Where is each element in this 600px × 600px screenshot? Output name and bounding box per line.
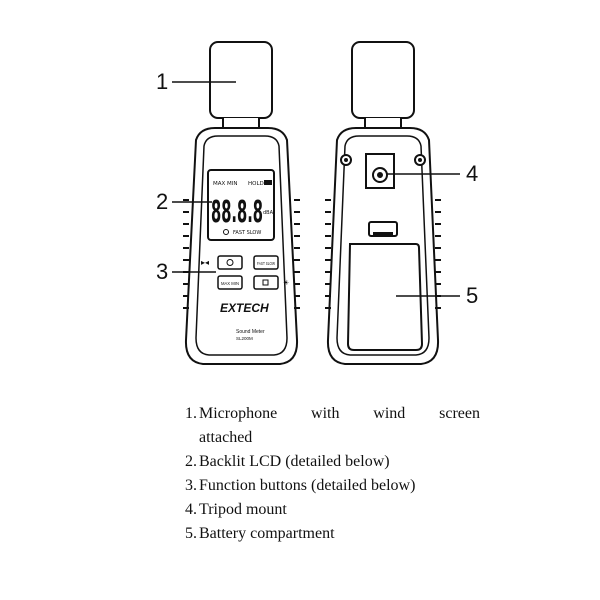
- back-neck: [364, 118, 402, 129]
- device-diagram: MAX MIN HOLD 88.8.8 dBA FAST SLOW ▸◂ FAS…: [156, 41, 478, 365]
- fast-slow-button-label: FAST SLOW: [257, 261, 276, 266]
- front-right-grip: [294, 199, 300, 309]
- callout-5-number: 5: [466, 283, 478, 308]
- back-view: [325, 41, 441, 365]
- front-neck: [222, 118, 260, 129]
- lcd-max-min: MAX MIN: [213, 181, 238, 187]
- front-windscreen: [209, 41, 273, 119]
- legend-item-4-text: Tripod mount: [199, 501, 287, 518]
- range-icon: ▸◂: [201, 258, 209, 267]
- tripod-mount-thread: [377, 172, 383, 178]
- legend-item-2: 2.Backlit LCD (detailed below): [185, 450, 480, 474]
- legend-item-2-text: Backlit LCD (detailed below): [199, 453, 390, 470]
- hold-icon: [262, 279, 269, 286]
- timer-icon: [223, 229, 229, 235]
- max-min-button: [217, 275, 243, 290]
- callout-1-number: 1: [156, 69, 168, 94]
- legend-item-5-number: 5.: [185, 525, 197, 542]
- power-icon: [226, 259, 234, 266]
- callout-1: 1: [156, 69, 236, 94]
- back-windscreen: [351, 41, 415, 119]
- lcd-unit: dBA: [263, 210, 274, 216]
- legend-item-5-text: Battery compartment: [199, 525, 335, 542]
- battery-door-latch-bar: [373, 232, 393, 236]
- front-left-grip: [183, 199, 189, 309]
- legend-item-2-number: 2.: [185, 453, 197, 470]
- screw-left-inner: [344, 158, 348, 162]
- legend-item-3: 3.Function buttons (detailed below): [185, 474, 480, 498]
- battery-icon: [264, 180, 272, 185]
- lcd-display: [207, 169, 275, 241]
- front-view: MAX MIN HOLD 88.8.8 dBA FAST SLOW ▸◂ FAS…: [183, 41, 300, 365]
- brand-logo: EXTECH: [220, 301, 269, 315]
- legend-item-1-text: Microphone with wind screen: [199, 405, 480, 422]
- back-left-grip: [325, 199, 331, 309]
- max-min-button-label: MAX MIN: [221, 281, 239, 286]
- screw-right-inner: [418, 158, 422, 162]
- backlight-icon: ☀: [283, 279, 289, 287]
- legend-item-1-line1: 1.Microphone with wind screen: [185, 402, 480, 426]
- callout-5: 5: [396, 283, 478, 308]
- power-button: [217, 255, 243, 270]
- hold-button: [253, 275, 279, 290]
- legend-item-4-number: 4.: [185, 501, 197, 518]
- lcd-fast-slow: FAST SLOW: [233, 230, 261, 236]
- front-face: [195, 135, 288, 356]
- legend-item-3-text: Function buttons (detailed below): [199, 477, 416, 494]
- legend-item-1: 1.Microphone with wind screen attached: [185, 402, 480, 450]
- legend-item-1-line2: attached: [199, 429, 253, 446]
- legend-item-4: 4.Tripod mount: [185, 498, 480, 522]
- model-name: Sound Meter: [236, 329, 265, 335]
- battery-compartment: [346, 243, 424, 351]
- callout-2: 2: [156, 189, 212, 214]
- lcd-digits: 88.8.8: [211, 195, 263, 230]
- legend-item-3-number: 3.: [185, 477, 197, 494]
- callout-4: 4: [387, 161, 478, 186]
- callout-2-number: 2: [156, 189, 168, 214]
- callout-3: 3: [156, 259, 216, 284]
- parts-legend: 1.Microphone with wind screen attached 2…: [185, 402, 480, 546]
- callout-4-number: 4: [466, 161, 478, 186]
- lcd-hold: HOLD: [248, 181, 264, 187]
- fast-slow-button: [253, 255, 279, 270]
- model-number: SL200M: [236, 336, 253, 341]
- callout-3-number: 3: [156, 259, 168, 284]
- legend-item-1-number: 1.: [185, 405, 197, 422]
- legend-item-5: 5.Battery compartment: [185, 522, 480, 546]
